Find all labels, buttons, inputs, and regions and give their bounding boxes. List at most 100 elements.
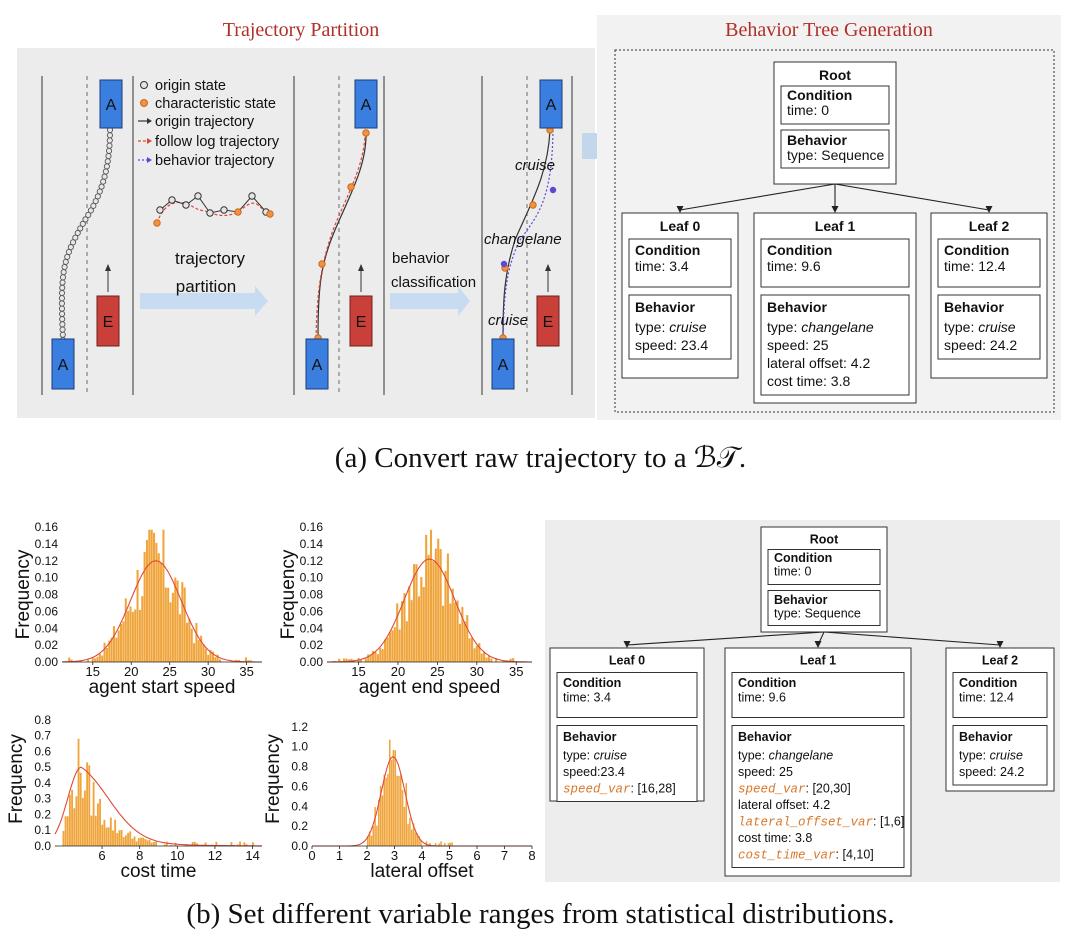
origin-state-dot: [58, 300, 65, 307]
root-title: Root: [819, 67, 851, 83]
histogram-bar: [408, 586, 411, 662]
x-tick-label: 8: [528, 848, 535, 863]
histogram-bar: [388, 632, 392, 662]
leaf-title: Leaf 1: [815, 218, 856, 234]
histogram-bar: [449, 603, 452, 662]
behavior-title: Behavior: [787, 132, 847, 148]
histogram-bar: [185, 622, 189, 662]
histogram-bar: [62, 830, 65, 846]
behavior-param: speed: 25: [738, 765, 793, 779]
histogram-bar: [98, 653, 101, 662]
tree-edge: [834, 183, 990, 211]
histogram-bar: [437, 538, 440, 662]
condition-value: time: 9.6: [767, 258, 821, 274]
histogram-bar: [142, 837, 145, 846]
svg-text:E: E: [356, 314, 367, 331]
leaf-behavior-box: [937, 294, 1041, 360]
behavior-value: type: Sequence: [787, 147, 885, 163]
y-tick-label: 0.8: [34, 713, 51, 727]
histogram-bar: [392, 750, 395, 846]
origin-state-dot: [98, 183, 105, 190]
histogram-bar: [124, 835, 127, 846]
behavior-param: speed: 23.4: [635, 337, 708, 353]
histogram-bar: [376, 654, 379, 662]
bt-frame: [614, 49, 1055, 413]
leaf-behavior-box: [556, 725, 698, 802]
histogram-bar: [475, 645, 478, 662]
step1-label-line2: partition: [176, 277, 236, 296]
y-tick-label: 0.6: [34, 744, 51, 758]
car-ego-1: E: [96, 264, 120, 347]
histogram-bar: [75, 796, 78, 846]
leaf-condition-box: [760, 238, 910, 288]
histogram-bar: [152, 841, 155, 846]
histogram-bar: [390, 759, 393, 846]
histogram-bar: [127, 610, 130, 662]
root-behavior-box: [780, 129, 890, 169]
origin-state-dot: [58, 305, 66, 312]
legend-item: origin state: [155, 78, 226, 94]
fit-curve: [62, 560, 262, 663]
histogram-bar: [162, 529, 165, 662]
histogram-bar: [79, 660, 83, 662]
y-tick-label: 0.14: [300, 537, 324, 551]
y-tick-label: 0.00: [35, 655, 59, 669]
histogram-bar: [178, 614, 181, 662]
histogram-bar: [438, 843, 441, 846]
histogram-bar: [338, 658, 341, 662]
histogram-bar: [134, 609, 137, 662]
histogram-bar: [68, 794, 71, 846]
y-tick-label: 0.08: [35, 588, 59, 602]
x-axis-label: lateral offset: [370, 861, 474, 882]
svg-text:A: A: [106, 97, 117, 114]
root-condition-box: [767, 549, 881, 585]
histogram-bar: [417, 596, 420, 662]
behavior-label-cruise-bottom: cruise: [488, 312, 528, 329]
histogram-bar: [136, 569, 139, 662]
histogram-bar: [99, 798, 101, 846]
y-tick-label: 0.3: [34, 792, 51, 806]
svg-text:E: E: [543, 314, 554, 331]
x-tick-label: 0: [308, 848, 315, 863]
histogram-bar: [376, 825, 378, 846]
legend-item: origin trajectory: [155, 114, 255, 130]
leaf-behavior-box: [952, 725, 1048, 786]
y-tick-label: 0.0: [291, 839, 308, 853]
behavior-title: Behavior: [944, 299, 1004, 315]
histogram-bar: [470, 637, 474, 662]
partition-title: Trajectory Partition: [223, 19, 379, 41]
x-tick-label: 4: [418, 848, 425, 863]
behavior-title: Behavior: [563, 730, 617, 744]
histogram-bar: [105, 827, 108, 846]
histogram-bar: [92, 781, 95, 846]
origin-state-legend-icon: [140, 81, 148, 89]
histogram-bar: [403, 806, 406, 846]
histogram-bar: [245, 844, 248, 846]
step2-label-line1: behavior: [392, 250, 450, 267]
origin-state-dot: [59, 316, 66, 323]
histogram-bar: [103, 642, 106, 662]
origin-state-dot: [69, 239, 77, 246]
histogram-bar: [188, 618, 191, 662]
x-tick-label: 6: [98, 848, 105, 863]
histogram-bar: [411, 829, 413, 846]
histogram-bar: [176, 580, 179, 662]
histogram-bar: [425, 841, 428, 846]
histogram-bar: [495, 657, 498, 662]
car-agent-3: A: [491, 338, 515, 390]
histogram-bar: [120, 624, 123, 662]
histogram-bar: [197, 640, 200, 662]
y-tick-label: 0.8: [291, 760, 308, 774]
histogram-bar: [410, 600, 413, 662]
histogram-bar: [207, 654, 210, 662]
histogram-bar: [429, 529, 433, 662]
car-agent-2: A: [305, 338, 329, 390]
leaf-title: Leaf 2: [969, 218, 1010, 234]
classification-arrow: [390, 286, 470, 316]
leaf-title: Leaf 1: [800, 654, 836, 668]
histogram-bar: [454, 602, 457, 662]
leaf-condition-box: [731, 672, 905, 718]
histogram-bar: [449, 842, 452, 846]
